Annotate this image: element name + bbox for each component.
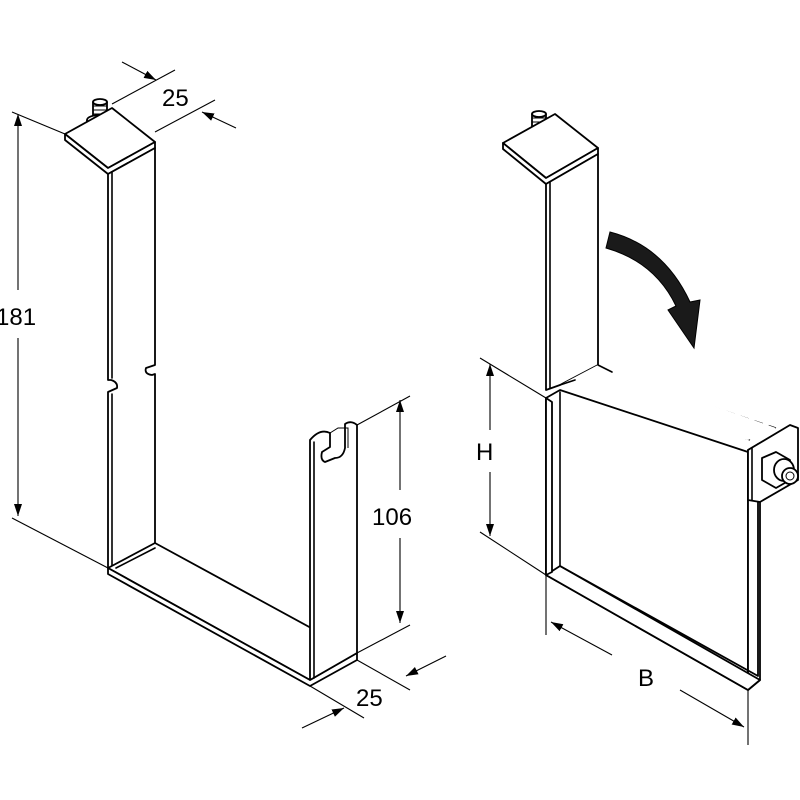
right-clamp-nut: [761, 451, 799, 489]
left-dimension-lines: [11, 61, 447, 729]
dim-label-height-h: H: [476, 439, 493, 466]
right-upper-arm: [545, 153, 599, 391]
left-bracket-view: [64, 98, 358, 687]
left-vertical-arm: [107, 147, 156, 569]
dim-label-width-b: B: [638, 665, 654, 692]
dim-label-tray-height: 106: [372, 504, 412, 531]
dim-label-top-width: 25: [162, 85, 189, 112]
left-dimension-labels: 25 181 106 25: [0, 85, 412, 712]
right-dimension-labels: H B: [476, 439, 654, 692]
right-bracket-view: [502, 110, 799, 691]
dim-label-bottom-depth: 25: [356, 685, 383, 712]
right-lower-u-tray: [545, 389, 749, 691]
rotation-arrow-icon: [605, 231, 701, 350]
right-dimension-lines: [479, 357, 749, 745]
dim-label-total-height: 181: [0, 304, 36, 331]
left-slotted-upright: [309, 421, 358, 681]
